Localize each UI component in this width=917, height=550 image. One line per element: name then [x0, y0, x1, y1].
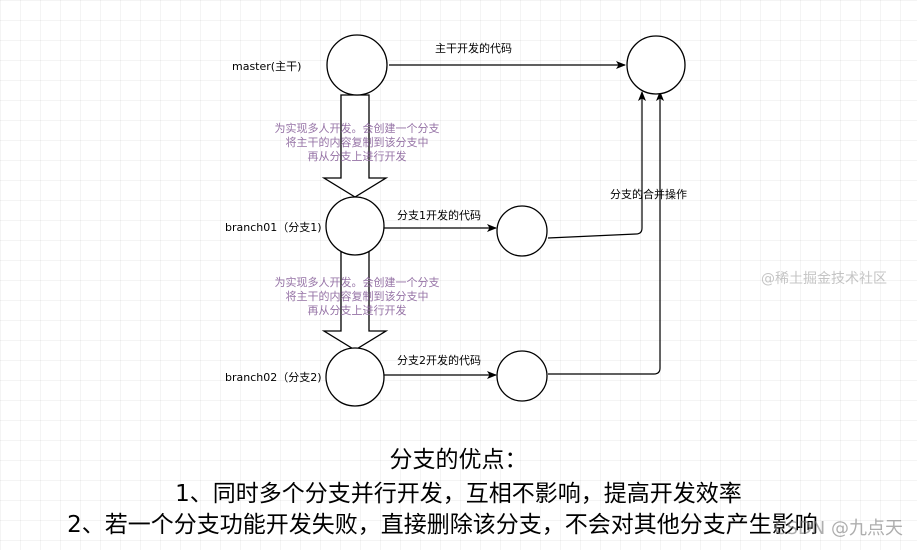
branch02-node — [325, 347, 385, 407]
summary-title: 分支的优点： — [389, 447, 528, 473]
merge-target-node — [626, 35, 686, 95]
watermark-juejin: @稀土掘金技术社区 — [761, 271, 887, 287]
branch02-dev-node — [496, 350, 548, 402]
branch01-node — [325, 196, 385, 256]
master-label: master(主干) — [232, 60, 301, 73]
branch2-dev-label: 分支2开发的代码 — [397, 353, 481, 367]
merge-arrow-branch1 — [547, 91, 646, 239]
master-dev-label: 主干开发的代码 — [435, 41, 512, 55]
summary-line-2: 2、若一个分支功能开发失败，直接删除该分支，不会对其他分支产生影响 — [67, 512, 818, 538]
copy-arrow-branch01-to-branch02 — [321, 251, 389, 351]
branch-note-1-line-3: 再从分支上进行开发 — [308, 149, 407, 163]
branch-note-2-line-2: 将主干的内容复制到该分支中 — [286, 289, 429, 303]
merge-label: 分支的合并操作 — [610, 187, 687, 201]
branch1-dev-label: 分支1开发的代码 — [397, 208, 481, 222]
branch-note-2-line-3: 再从分支上进行开发 — [308, 303, 407, 317]
branch-note-2-line-1: 为实现多人开发。会创建一个分支 — [275, 275, 440, 289]
branch01-label: branch01（分支1) — [225, 221, 322, 234]
branch01-dev-node — [496, 205, 548, 257]
summary-line-1: 1、同时多个分支并行开发，互相不影响，提高开发效率 — [175, 481, 742, 507]
copy-arrow-master-to-branch01 — [321, 94, 389, 198]
watermark-csdn: CSDN @九点天 — [773, 518, 903, 539]
branch-note-1-line-1: 为实现多人开发。会创建一个分支 — [275, 121, 440, 135]
branch-note-1-line-2: 将主干的内容复制到该分支中 — [286, 135, 429, 149]
branch02-label: branch02（分支2) — [225, 371, 322, 384]
master-node — [326, 34, 388, 96]
merge-arrow-branch2 — [548, 91, 664, 375]
